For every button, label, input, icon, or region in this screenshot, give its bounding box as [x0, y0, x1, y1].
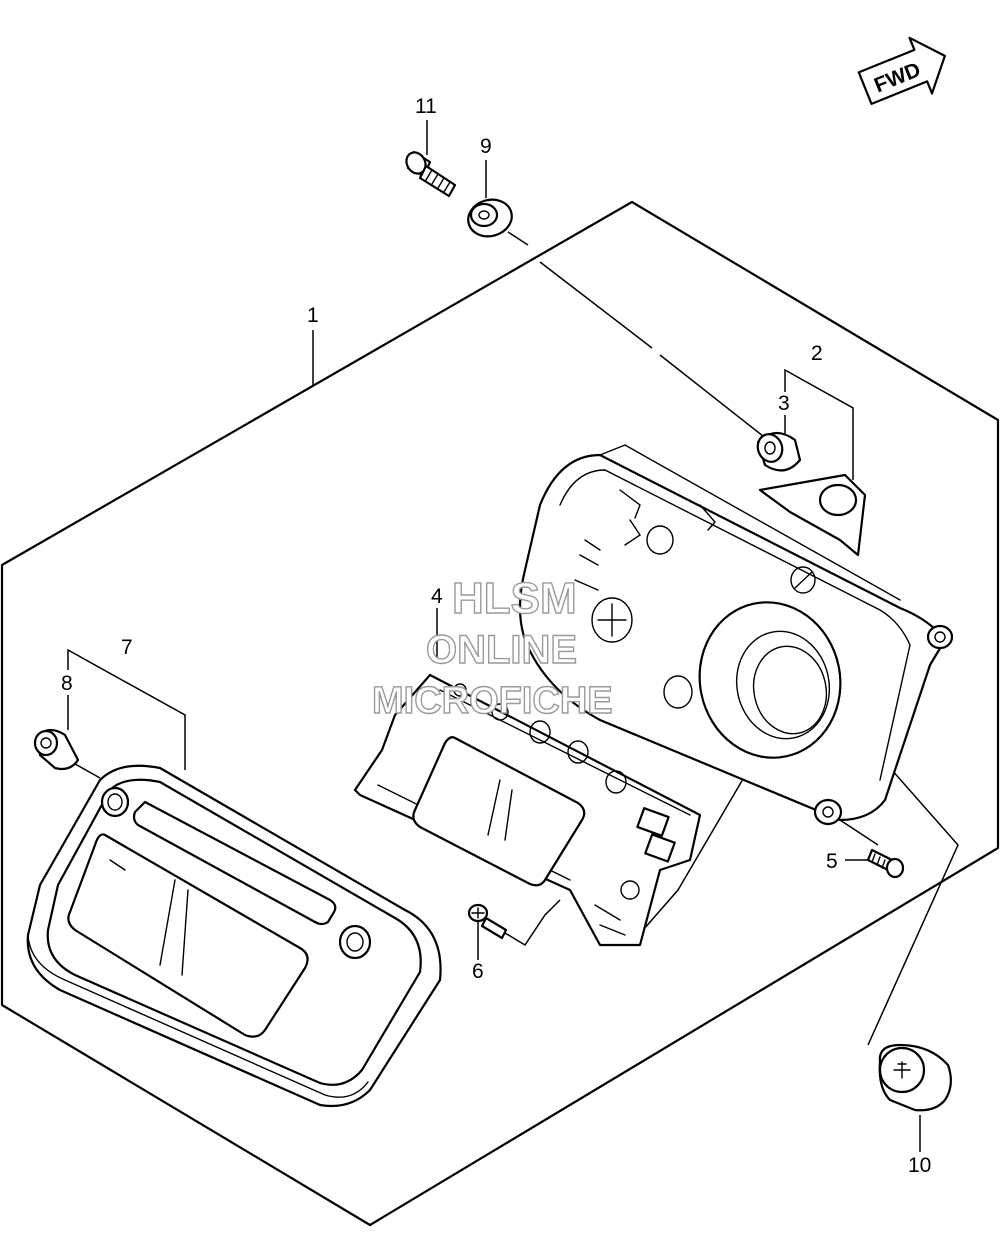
grommet-part-9: [467, 198, 513, 238]
bolt-part-11: [405, 150, 457, 198]
watermark-line-2: ONLINE: [426, 628, 577, 672]
meter-unit-part-4: [353, 673, 702, 947]
callout-numbers: 1 2 3 4 5 6 7 8 9 10 11: [61, 95, 931, 1177]
callout-10: 10: [908, 1154, 931, 1177]
watermark-line-1: HLSM: [452, 574, 577, 623]
grommet-part-8: [33, 728, 80, 771]
callout-8: 8: [61, 672, 73, 695]
callout-4: 4: [431, 585, 443, 608]
callout-5: 5: [826, 850, 838, 873]
rear-case: [518, 444, 954, 826]
callout-7: 7: [121, 636, 133, 659]
callout-9: 9: [480, 135, 492, 158]
front-cover-part-7: [26, 764, 442, 1108]
callout-1: 1: [307, 304, 319, 327]
callout-2: 2: [811, 342, 823, 365]
assembly-boundary: [0, 200, 1000, 1227]
callout-6: 6: [472, 960, 484, 983]
callout-11: 11: [415, 95, 437, 118]
screw-part-6: [467, 903, 508, 940]
fwd-arrow-badge: FWD: [857, 36, 946, 105]
damper-part-3: [756, 431, 802, 472]
watermark-line-3: MICROFICHE: [372, 680, 613, 722]
cap-part-10: [878, 1043, 952, 1112]
callout-3: 3: [778, 392, 790, 415]
screw-part-5: [866, 848, 905, 879]
watermark: HLSM ONLINE MICROFICHE: [371, 573, 613, 722]
